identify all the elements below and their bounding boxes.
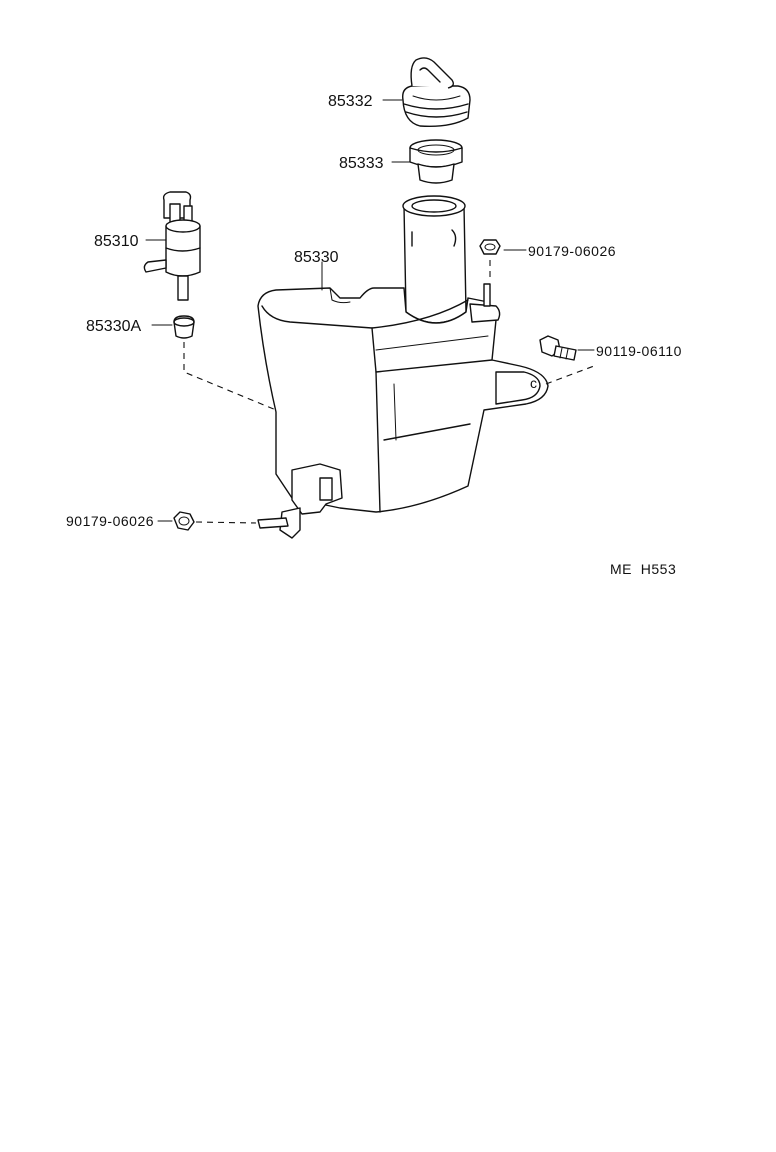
part-number-bottom-nut: 90179-06026 [66, 513, 154, 529]
top-nut-drawing [479, 239, 501, 255]
strainer-drawing [409, 139, 463, 184]
dashed-line-bottom-nut [195, 521, 257, 524]
part-number-tank: 85330 [294, 249, 339, 266]
bottom-nut-drawing [173, 511, 289, 531]
part-number-strainer: 85333 [339, 155, 384, 172]
dashed-line-grommet [183, 342, 277, 411]
part-number-bolt: 90119-06110 [596, 343, 682, 359]
dashed-line-bolt [545, 365, 595, 385]
bracket-mark-c: c [530, 375, 537, 391]
part-number-pump: 85310 [94, 233, 139, 250]
grommet-drawing [173, 315, 195, 339]
bolt-drawing [539, 335, 577, 361]
cap-drawing [402, 57, 471, 128]
drawing-code: ME H553 [610, 561, 676, 577]
part-number-top-nut: 90179-06026 [528, 243, 616, 259]
tank-drawing: c [257, 195, 549, 539]
part-number-grommet: 85330A [86, 318, 141, 335]
pump-drawing [143, 191, 201, 301]
part-number-cap: 85332 [328, 93, 373, 110]
